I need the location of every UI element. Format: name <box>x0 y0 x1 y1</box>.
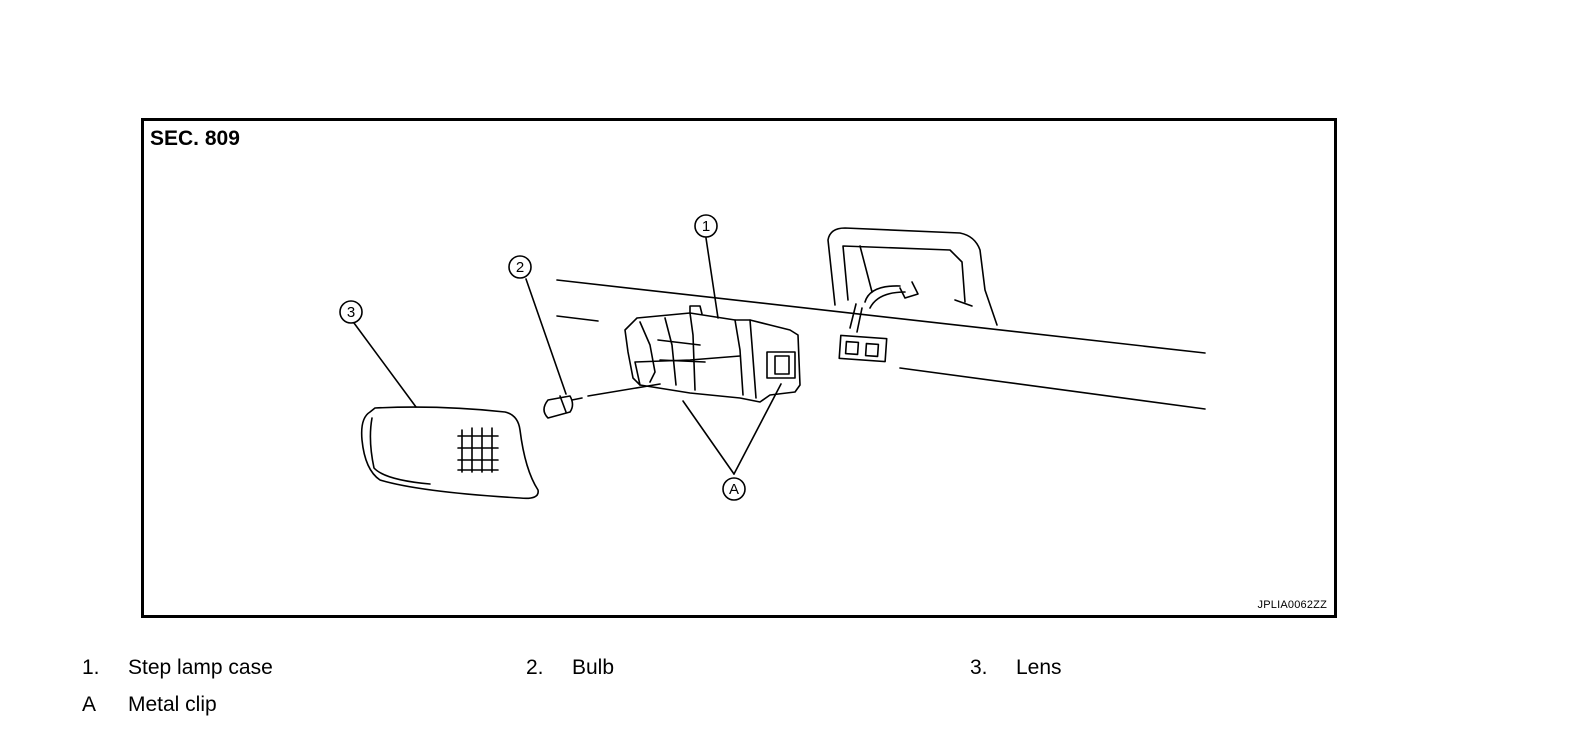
legend-text-2: Bulb <box>572 656 615 679</box>
legend-text-a: Metal clip <box>128 693 217 716</box>
lens <box>360 406 539 500</box>
diagram-frame: SEC. 809 JPLIA0062ZZ <box>141 118 1337 618</box>
callout-circles <box>339 214 746 501</box>
legend-num-3: 3. <box>970 656 988 679</box>
legend-num-a: A <box>82 693 97 716</box>
legend-text-3: Lens <box>1016 656 1062 679</box>
section-label: SEC. 809 <box>150 127 240 150</box>
harness-connector <box>838 285 906 363</box>
reference-code: JPLIA0062ZZ <box>1257 599 1327 611</box>
callout-a: A <box>729 481 739 498</box>
callout-2: 2 <box>516 259 524 276</box>
leader-lines <box>353 237 782 475</box>
legend-num-2: 2. <box>526 656 544 679</box>
legend-num-1: 1. <box>82 656 100 679</box>
legend-text-1: Step lamp case <box>128 656 273 679</box>
bulb <box>543 383 661 419</box>
callout-1: 1 <box>702 218 710 235</box>
door-sill-panel <box>556 227 1206 410</box>
step-lamp-case <box>624 305 801 403</box>
callout-3: 3 <box>347 304 355 321</box>
